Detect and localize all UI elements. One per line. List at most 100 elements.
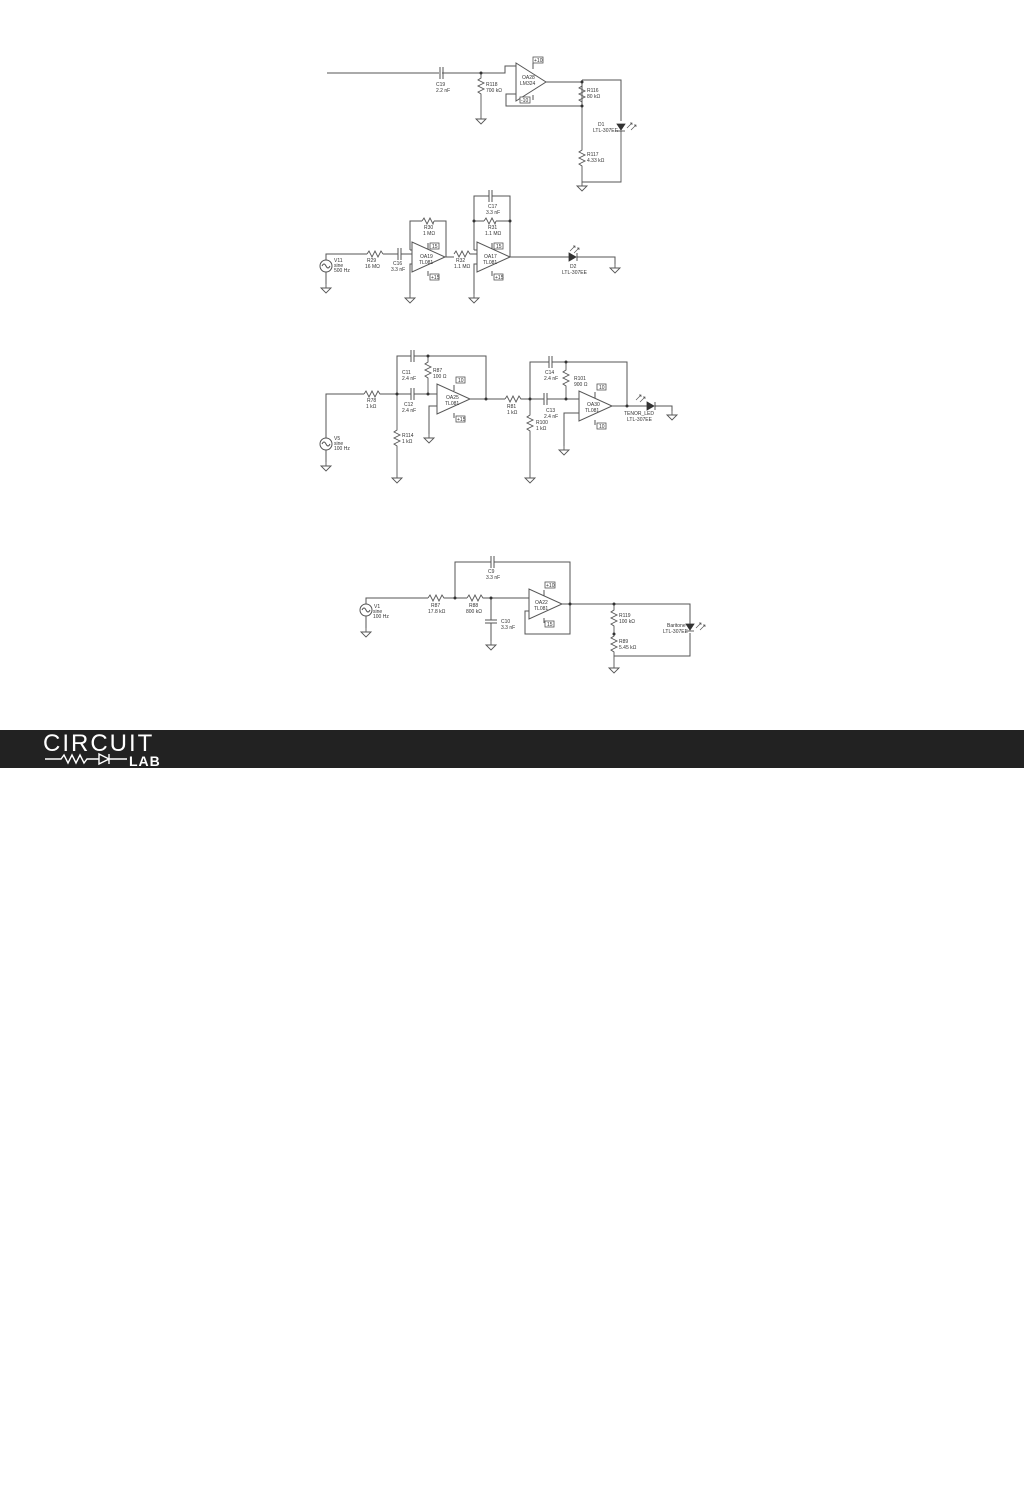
ground-symbol bbox=[475, 114, 487, 125]
capacitor-c10 bbox=[485, 598, 497, 641]
capacitor-c17 bbox=[488, 190, 493, 202]
r89-value: 5.45 kΩ bbox=[619, 645, 637, 651]
c9-name: C9 bbox=[488, 569, 495, 575]
oa30-name: OA30 bbox=[587, 402, 600, 408]
resistor-r116 bbox=[577, 82, 587, 146]
led-rays bbox=[569, 245, 580, 254]
circuitlab-logo[interactable]: CIRCUIT LAB bbox=[43, 732, 178, 769]
v11-type: sine bbox=[334, 263, 343, 269]
c11-value: 2.4 nF bbox=[402, 376, 416, 382]
r81-value: 1 kΩ bbox=[507, 410, 518, 416]
r31-value: 1.1 MΩ bbox=[485, 231, 502, 237]
resistor-r87 bbox=[423, 356, 433, 394]
led-rays bbox=[635, 394, 646, 403]
oa25-part: TL081 bbox=[445, 401, 459, 407]
resistor-r29 bbox=[366, 249, 384, 259]
c16-name: C16 bbox=[393, 261, 402, 267]
circuit-url[interactable]: http://circuitlab.com/cth4d3667j8zt bbox=[218, 1479, 445, 1496]
oa28-name: OA28 bbox=[522, 75, 535, 81]
oa30-vminus: 10 bbox=[599, 424, 605, 430]
oa17-name: OA17 bbox=[484, 254, 497, 260]
oa28-part: LM324 bbox=[520, 81, 536, 87]
r119-value: 100 kΩ bbox=[619, 619, 635, 625]
resistor-r100 bbox=[525, 399, 535, 474]
resistor-r31 bbox=[483, 216, 497, 226]
capacitor-c16 bbox=[383, 248, 412, 260]
d1-name: D1 bbox=[598, 122, 605, 128]
resistor-r119 bbox=[609, 604, 619, 634]
oa30-vplus: 10 bbox=[599, 385, 605, 391]
oa22-name: OA22 bbox=[535, 600, 548, 606]
ground-symbol bbox=[666, 410, 678, 421]
r116-name: R116 bbox=[587, 88, 599, 94]
ground-symbol bbox=[485, 640, 497, 651]
circuit-3: R78 1 kΩ V5 sine 100 Hz R114 1 kΩ C11 2.… bbox=[319, 350, 678, 484]
r78-name: R78 bbox=[367, 398, 376, 404]
resistor-r32 bbox=[453, 249, 477, 259]
tenor-led-name: TENOR_LED bbox=[624, 411, 654, 417]
capacitor-c9 bbox=[490, 556, 495, 568]
v1-type: sine bbox=[373, 609, 382, 615]
oa25-vminus: +15 bbox=[457, 417, 466, 423]
tenor-led-part: LTL-307EE bbox=[627, 417, 653, 423]
resistor-r114 bbox=[392, 394, 402, 474]
c13-value: 2.4 nF bbox=[544, 414, 558, 420]
ground-symbol bbox=[423, 433, 435, 444]
ground-symbol bbox=[320, 461, 332, 472]
resistor-r117 bbox=[577, 131, 622, 183]
oa22-vplus: +10 bbox=[546, 583, 555, 589]
led-rays bbox=[695, 622, 706, 631]
c19-value: 2.2 nF bbox=[436, 88, 450, 94]
led-d1 bbox=[616, 123, 626, 132]
r81-name: R81 bbox=[507, 404, 516, 410]
r101-name: R101 bbox=[574, 376, 586, 382]
v5-type: sine bbox=[334, 441, 343, 447]
c17-name: C17 bbox=[488, 204, 497, 210]
r118-value: 700 kΩ bbox=[486, 88, 502, 94]
r114-name: R114 bbox=[402, 433, 414, 439]
c14-name: C14 bbox=[545, 370, 554, 376]
circuit-2: V11 sine 500 Hz R29 16 MΩ C16 3.3 nF R30… bbox=[319, 190, 621, 304]
capacitor-c11 bbox=[410, 350, 415, 362]
c16-value: 3.3 nF bbox=[391, 267, 405, 273]
r29-name: R29 bbox=[367, 258, 376, 264]
oa19-part: TL081 bbox=[419, 260, 433, 266]
led-d2 bbox=[568, 252, 578, 262]
ground-symbol bbox=[391, 473, 403, 484]
resistor-r118 bbox=[476, 73, 486, 115]
oa19-name: OA19 bbox=[420, 254, 433, 260]
capacitor-c14 bbox=[548, 356, 553, 368]
ground-symbol bbox=[524, 473, 536, 484]
oa17-vplus: 15 bbox=[496, 244, 502, 250]
power-label-box bbox=[532, 56, 544, 64]
r31-name: R31 bbox=[488, 225, 497, 231]
opamp-oa25 bbox=[436, 383, 472, 415]
logo-lab-text: LAB bbox=[129, 753, 161, 769]
oa28-vplus: +10 bbox=[534, 58, 543, 64]
r78-value: 1 kΩ bbox=[366, 404, 377, 410]
resistor-r89 bbox=[609, 634, 619, 664]
r30-name: R30 bbox=[424, 225, 433, 231]
footer-bar: CIRCUIT LAB Tierracs / New and improved … bbox=[0, 730, 1024, 1496]
led-tenor bbox=[646, 401, 656, 411]
oa19-vplus: 15 bbox=[432, 244, 438, 250]
opamp-oa19 bbox=[411, 241, 447, 273]
r117-value: 4.33 kΩ bbox=[587, 158, 605, 164]
r119-name: R119 bbox=[619, 613, 631, 619]
c10-value: 3.3 nF bbox=[501, 625, 515, 631]
d1-part: LTL-307EE bbox=[593, 128, 619, 134]
r87-value: 100 Ω bbox=[433, 374, 447, 380]
resistor-r30 bbox=[421, 216, 435, 226]
c9-value: 3.3 nF bbox=[486, 575, 500, 581]
author-link[interactable]: Tierracs bbox=[218, 1461, 273, 1478]
r101-value: 900 Ω bbox=[574, 382, 588, 388]
baritone-led-part: LTL-307EE bbox=[663, 629, 689, 635]
footer-title-line: Tierracs / New and improved bbox=[218, 1461, 418, 1479]
r118-name: R118 bbox=[486, 82, 498, 88]
opamp-oa17 bbox=[476, 241, 512, 273]
resistor-r88 bbox=[466, 593, 529, 603]
v5-name: V5 bbox=[334, 436, 340, 442]
v11-freq: 500 Hz bbox=[334, 268, 350, 274]
r30-value: 1 MΩ bbox=[423, 231, 435, 237]
opamp-oa28 bbox=[515, 62, 547, 102]
